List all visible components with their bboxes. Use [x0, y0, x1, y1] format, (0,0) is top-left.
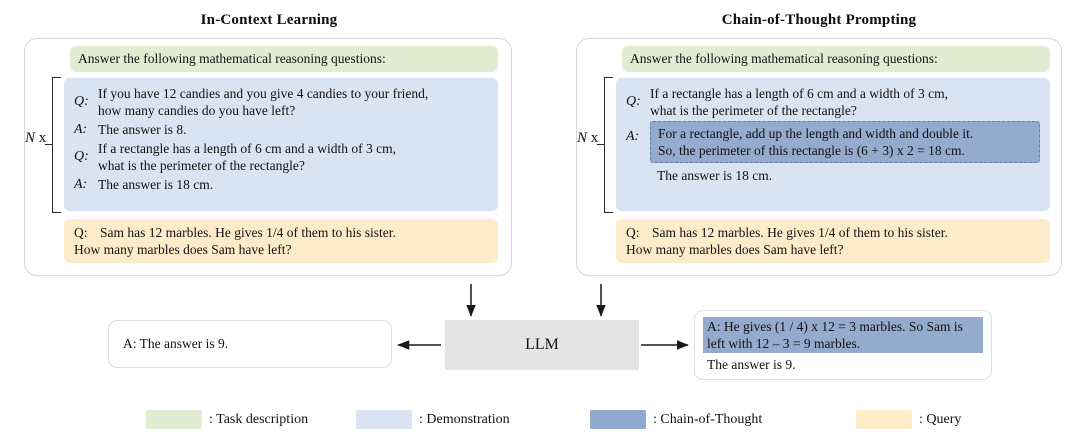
qa-label-q: Q:	[74, 94, 89, 109]
task-description-block-cot: Answer the following mathematical reason…	[622, 46, 1050, 72]
demo-qa-row: Q: If a rectangle has a length of 6 cm a…	[626, 85, 1040, 119]
cot-line: So, the perimeter of this rectangle is (…	[658, 143, 965, 158]
output-final-answer-line: The answer is 9.	[707, 357, 796, 372]
cot-line: A: He gives (1 / 4) x 12 = 3 marbles.	[707, 319, 906, 334]
qa-line: what is the perimeter of the rectangle?	[98, 158, 305, 173]
legend: : Task description : Demonstration : Cha…	[0, 404, 1080, 438]
qa-line: what is the perimeter of the rectangle?	[650, 103, 857, 118]
repeat-count-n: N	[577, 130, 588, 146]
query-line: How many marbles does Sam have left?	[626, 242, 844, 257]
legend-label: : Demonstration	[419, 411, 510, 427]
qa-text: The answer is 8.	[98, 121, 488, 138]
qa-line: The answer is 18 cm.	[98, 177, 214, 192]
demonstration-block-icl: Q: If you have 12 candies and you give 4…	[64, 78, 498, 211]
cot-line: For a rectangle, add up the length and w…	[658, 126, 974, 141]
qa-line: If a rectangle has a length of 6 cm and …	[650, 86, 949, 101]
repeat-count-x: x	[590, 130, 599, 146]
query-line: Sam has 12 marbles. He gives 1/4 of them…	[652, 225, 948, 240]
demo-qa-row: A: The answer is 18 cm.	[74, 176, 488, 193]
panel-title-in-context-learning: In-Context Learning	[200, 12, 338, 28]
qa-text: If you have 12 candies and you give 4 ca…	[98, 85, 488, 119]
qa-text: If a rectangle has a length of 6 cm and …	[650, 85, 1040, 119]
output-box-in-context-learning: A: The answer is 9.	[108, 320, 392, 368]
demo-qa-row: A: The answer is 8.	[74, 121, 488, 138]
qa-line: The answer is 8.	[98, 122, 187, 137]
query-line: How many marbles does Sam have left?	[74, 242, 292, 257]
legend-label: : Task description	[209, 411, 309, 427]
output-box-chain-of-thought: A: He gives (1 / 4) x 12 = 3 marbles. So…	[694, 310, 992, 380]
qa-line: how many candies do you have left?	[98, 103, 296, 118]
cot-line: So Sam is left with 12 – 3 = 9 marbles.	[707, 319, 963, 351]
demo-qa-row: A: For a rectangle, add up the length an…	[626, 121, 1040, 163]
repeat-count-label-cot: N x	[577, 130, 598, 147]
qa-text: The answer is 18 cm.	[98, 176, 488, 193]
legend-swatch-query-icon	[856, 410, 912, 429]
llm-box: LLM	[445, 320, 639, 370]
repeat-bracket-cot	[604, 77, 613, 213]
qa-label-q: Q:	[626, 94, 641, 109]
legend-swatch-demonstration-icon	[356, 410, 412, 429]
repeat-count-label-icl: N x	[25, 130, 46, 147]
legend-item-chain-of-thought: : Chain-of-Thought	[590, 410, 762, 429]
output-text: A: The answer is 9.	[123, 336, 229, 351]
repeat-count-n: N	[25, 130, 36, 146]
qa-label-a: A:	[74, 177, 88, 192]
qa-label-a: A:	[74, 122, 88, 137]
repeat-count-x: x	[38, 130, 47, 146]
legend-label: : Query	[919, 411, 962, 427]
panel-title-chain-of-thought-prompting: Chain-of-Thought Prompting	[721, 12, 917, 28]
legend-swatch-task-description-icon	[146, 410, 202, 429]
query-label: Q:	[626, 225, 640, 240]
chain-of-thought-highlight: A: He gives (1 / 4) x 12 = 3 marbles. So…	[703, 317, 983, 353]
qa-label-a: A:	[626, 129, 640, 144]
repeat-bracket-icl	[52, 77, 61, 213]
demo-final-answer-line: The answer is 18 cm.	[657, 168, 773, 183]
legend-swatch-chain-of-thought-icon	[590, 410, 646, 429]
repeat-bracket-stub-cot	[597, 144, 604, 146]
demo-qa-row: Q: If a rectangle has a length of 6 cm a…	[74, 140, 488, 174]
qa-line: If you have 12 candies and you give 4 ca…	[98, 86, 429, 101]
legend-label: : Chain-of-Thought	[653, 411, 763, 427]
chain-of-thought-highlight: For a rectangle, add up the length and w…	[650, 121, 1040, 163]
legend-item-demonstration: : Demonstration	[356, 410, 510, 429]
llm-label: LLM	[525, 336, 559, 353]
task-description-block-icl: Answer the following mathematical reason…	[70, 46, 498, 72]
repeat-bracket-stub-icl	[45, 144, 52, 146]
demo-qa-row: Q: If you have 12 candies and you give 4…	[74, 85, 488, 119]
query-line: Sam has 12 marbles. He gives 1/4 of them…	[100, 225, 396, 240]
qa-label-q: Q:	[74, 149, 89, 164]
legend-item-task-description: : Task description	[146, 410, 308, 429]
demonstration-block-cot: Q: If a rectangle has a length of 6 cm a…	[616, 78, 1050, 211]
query-block-icl: Q: Sam has 12 marbles. He gives 1/4 of th…	[64, 219, 498, 263]
query-block-cot: Q: Sam has 12 marbles. He gives 1/4 of th…	[616, 219, 1050, 263]
legend-item-query: : Query	[856, 410, 961, 429]
query-label: Q:	[74, 225, 88, 240]
qa-line: If a rectangle has a length of 6 cm and …	[98, 141, 397, 156]
qa-text: If a rectangle has a length of 6 cm and …	[98, 140, 488, 174]
